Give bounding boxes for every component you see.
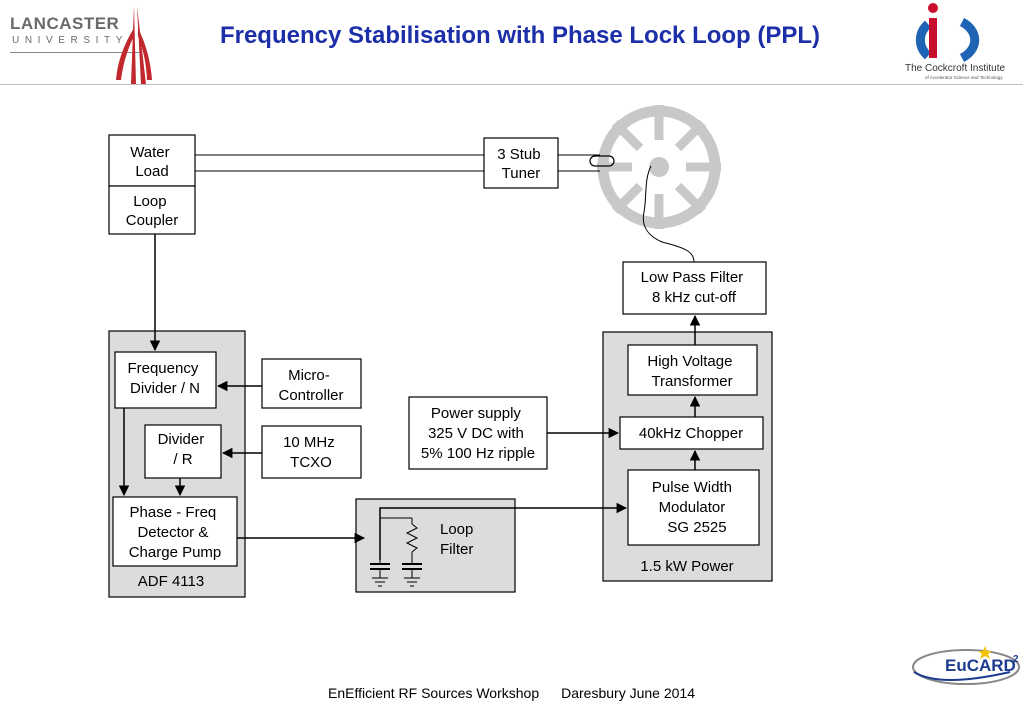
water-load-label: Water Load	[130, 144, 174, 180]
footer: EnEfficient RF Sources Workshop Daresbury…	[0, 685, 1023, 701]
water-load-box	[108, 134, 196, 187]
divider-r-box	[144, 424, 222, 479]
pickup-cable	[642, 165, 695, 263]
cavity-icon	[597, 105, 721, 229]
cockcroft-logo-name: The Cockcroft Institute	[905, 63, 1006, 74]
cockcroft-logo-sub: of Accelerator Science and Technology	[925, 75, 1003, 80]
stub-tuner-box	[483, 137, 559, 189]
freq-divider-n-label: Frequency Divider / N	[127, 360, 202, 397]
divider-r-label: Divider / R	[158, 431, 209, 468]
low-pass-filter-label: Low Pass Filter 8 kHz cut-off	[641, 269, 748, 306]
loop-coupler-label: Loop Coupler	[126, 193, 179, 229]
hv-transformer-box	[627, 344, 758, 396]
power-panel-label: 1.5 kW Power	[640, 558, 733, 575]
freq-divider-n-box	[114, 351, 217, 409]
footer-venue: Daresbury June 2014	[561, 685, 695, 701]
micro-controller-box	[261, 358, 362, 409]
eucard-logo-sup: 2	[1013, 654, 1019, 665]
stub-tuner-label: 3 Stub Tuner	[497, 146, 545, 182]
phase-freq-detector-box	[112, 496, 238, 567]
pwm-box	[627, 469, 760, 546]
loop-coupler-box	[108, 185, 196, 235]
header-divider	[0, 84, 1023, 85]
tcxo-box	[261, 425, 362, 479]
footer-workshop: EnEfficient RF Sources Workshop	[327, 685, 540, 701]
lancaster-logo-name: LANCASTER	[10, 14, 120, 33]
eucard-logo-text: EuCARD	[945, 656, 1016, 675]
adf-panel-label: ADF 4113	[138, 573, 204, 590]
page-title: Frequency Stabilisation with Phase Lock …	[219, 22, 821, 49]
lancaster-logo-mark	[116, 6, 152, 84]
cockcroft-logo-mark	[915, 3, 980, 62]
tcxo-label: 10 MHz TCXO	[283, 434, 339, 471]
low-pass-filter-box	[622, 261, 767, 315]
loop-filter-circuit	[370, 517, 422, 587]
chopper-label: 40kHz Chopper	[639, 425, 743, 442]
loop-filter-panel	[355, 498, 516, 593]
loop-filter-label: Loop Filter	[440, 521, 478, 558]
lancaster-logo-sub: UNIVERSITY	[12, 35, 129, 46]
hv-transformer-label: High Voltage Transformer	[647, 353, 736, 390]
chopper-box	[619, 416, 764, 450]
coupling-loop-icon	[589, 155, 615, 167]
micro-controller-label: Micro- Controller	[278, 367, 343, 404]
eucard-logo-mark	[912, 646, 1020, 685]
phase-freq-detector-label: Phase - Freq Detector & Charge Pump	[129, 504, 222, 561]
lancaster-logo-rule	[10, 52, 140, 53]
pwm-label: Pulse Width Modulator SG 2525	[652, 479, 736, 536]
power-supply-label: Power supply 325 V DC with 5% 100 Hz rip…	[421, 405, 535, 462]
